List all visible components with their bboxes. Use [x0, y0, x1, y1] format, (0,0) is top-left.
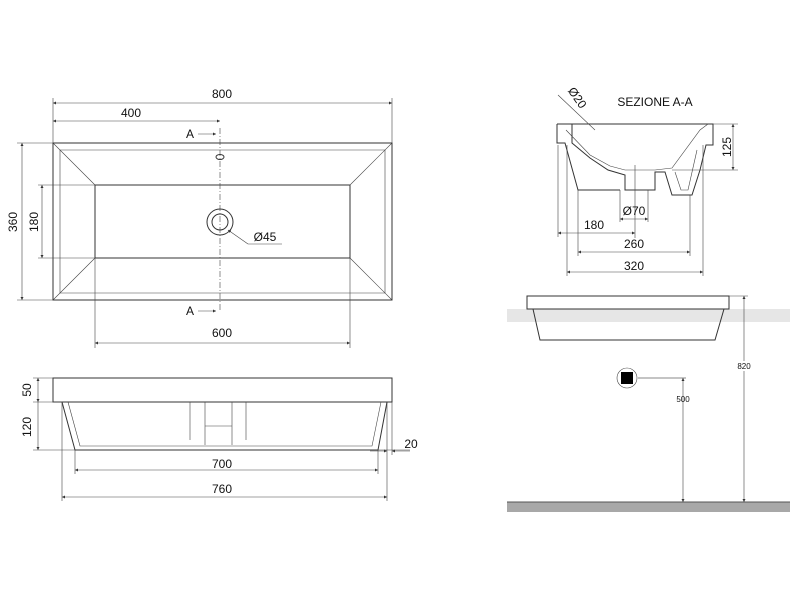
dim-half-width: 400 [121, 106, 141, 120]
dim-inner-width: 600 [212, 326, 232, 340]
section-title: SEZIONE A-A [617, 95, 692, 109]
dim-offset: 20 [404, 437, 418, 451]
section-marker-top: A [186, 127, 194, 141]
drain-icon [206, 208, 234, 236]
floor [507, 502, 790, 512]
dim-depth: 360 [6, 212, 20, 232]
dim-section-depth: 125 [720, 137, 734, 157]
dim-total-width: 760 [212, 482, 232, 496]
section-view: SEZIONE A-A Ø20 125 Ø70 180 260 320 [556, 84, 738, 276]
dim-trap-height: 500 [676, 395, 690, 404]
dim-bowl-height: 120 [20, 417, 34, 437]
dim-basin-height: 820 [737, 362, 751, 371]
dim-section-bottom-width: 260 [624, 237, 644, 251]
front-view: 50 120 20 700 760 [20, 377, 418, 501]
dim-section-drain: Ø70 [623, 204, 646, 218]
overflow-icon [215, 154, 225, 160]
section-marker-bottom: A [186, 304, 194, 318]
countertop [507, 309, 790, 322]
dim-drain-offset: 180 [584, 218, 604, 232]
dim-overflow-diameter: Ø20 [565, 84, 590, 111]
dim-width: 800 [212, 87, 232, 101]
dim-section-total-width: 320 [624, 259, 644, 273]
dim-drain-diameter: Ø45 [254, 230, 277, 244]
dim-rim-height: 50 [20, 383, 34, 397]
dim-bottom-width: 700 [212, 457, 232, 471]
installation-view: 500 820 [507, 295, 790, 512]
dim-inner-depth: 180 [27, 212, 41, 232]
top-view: 800 400 A A 360 180 600 Ø45 [6, 87, 393, 348]
